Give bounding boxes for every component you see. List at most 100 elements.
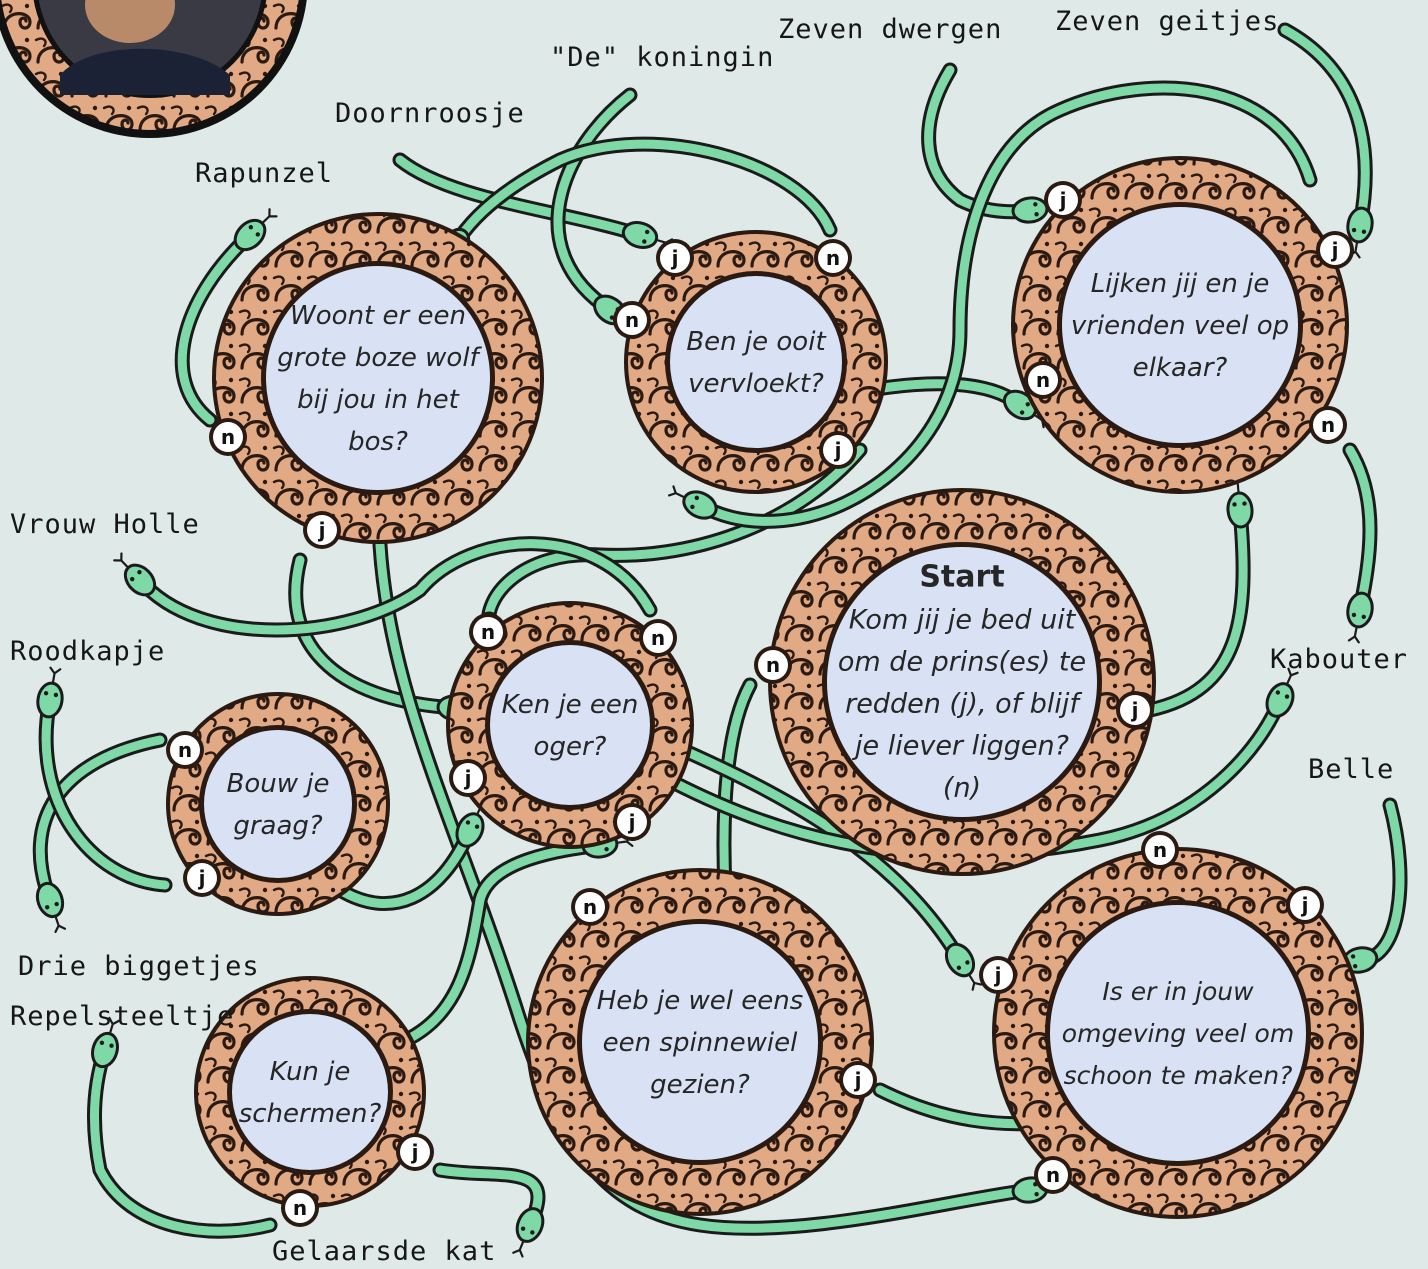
question-text-line: schoon te maken?	[1064, 1061, 1293, 1090]
badge-letter: j	[1331, 238, 1339, 262]
snake-head-icon	[35, 881, 67, 934]
question-text-line: Lijken jij en je	[1091, 269, 1270, 299]
snake-wolf-no-rapunzel	[174, 208, 278, 428]
badge-letter: j	[854, 1068, 862, 1092]
ending-drie-biggetjes: Drie biggetjes	[18, 951, 260, 982]
ending-doornroosje: Doornroosje	[335, 98, 525, 129]
badge-letter: n	[1036, 368, 1050, 392]
question-text-line: Ben je ooit	[686, 327, 826, 357]
ending-koningin: "De" koningin	[550, 42, 774, 73]
badge-bouw-no: n	[166, 731, 204, 769]
badge-vervloekt-yes: j	[656, 239, 694, 277]
badge-letter: j	[671, 246, 679, 270]
question-text-line: vrienden veel op	[1071, 311, 1289, 341]
question-text-line: Kun je	[270, 1057, 351, 1087]
badge-letter: j	[318, 518, 326, 542]
badge-letter: j	[198, 866, 206, 890]
badge-letter: j	[1131, 698, 1139, 722]
snake-head-icon	[512, 1207, 545, 1258]
snake-schermen-to-gelaarsde-kat	[432, 1162, 546, 1258]
question-text-line: redden (j), of blijf	[845, 688, 1082, 719]
badge-start-no: n	[754, 646, 792, 684]
snake-head-icon	[1265, 667, 1299, 718]
ending-kabouter: Kabouter	[1270, 644, 1408, 675]
question-text-line: Is er in jouw	[1102, 977, 1254, 1006]
medallion-center	[827, 547, 1097, 817]
question-text-line: gezien?	[650, 1070, 750, 1100]
ending-roodkapje: Roodkapje	[10, 636, 165, 667]
snake-vrienden-yes-belle	[667, 80, 1318, 529]
snake-connections	[32, 22, 1408, 1258]
badge-oger-yes: j	[613, 803, 651, 841]
badge-letter: j	[464, 766, 472, 790]
badge-letter: j	[628, 810, 636, 834]
badge-bouw-yes: j	[183, 859, 221, 897]
ending-zeven-geitjes: Zeven geitjes	[1055, 6, 1279, 37]
badge-schermen-no: n	[281, 1189, 319, 1227]
snake-vrienden-no-kabouter	[1342, 442, 1378, 644]
question-text-line: (n)	[943, 772, 981, 803]
snake-schermen-to-repelsteeltje	[87, 1016, 278, 1239]
badge-vervloekt-yes: j	[819, 431, 857, 469]
snake-head-icon	[91, 1016, 121, 1069]
snake-head-icon	[1346, 591, 1374, 644]
medallion-center	[1062, 207, 1298, 443]
snake-bouw-yes-biggetjes	[36, 666, 173, 893]
badge-schoon-no: n	[1034, 1156, 1072, 1194]
question-text-line: schermen?	[239, 1099, 382, 1129]
question-text-line: grote boze wolf	[277, 343, 482, 373]
medallion-center	[232, 1014, 388, 1170]
snake-head-icon	[621, 221, 674, 251]
badge-letter: n	[766, 653, 780, 677]
badge-spinnewiel-yes: j	[839, 1061, 877, 1099]
ending-vrouw-holle: Vrouw Holle	[10, 509, 200, 540]
ending-zeven-dwergen: Zeven dwergen	[778, 14, 1002, 45]
question-vervloekt: Ben je ooit vervloekt?	[624, 230, 888, 494]
question-text-line: oger?	[534, 732, 607, 762]
question-text-line: je liever liggen?	[851, 730, 1069, 761]
medallion-center	[266, 266, 490, 490]
ending-belle: Belle	[1308, 754, 1394, 785]
snake-head-icon	[36, 666, 64, 719]
snake-koningin-to-vervloekt	[550, 87, 640, 334]
question-text-line: om de prins(es) te	[838, 646, 1086, 677]
portrait-shirt	[60, 48, 230, 95]
medallion-center	[1050, 905, 1306, 1161]
question-text-line: bos?	[348, 427, 408, 457]
badge-vervloekt-no: n	[814, 239, 852, 277]
badge-schoon-yes: j	[1286, 886, 1324, 924]
badge-vervloekt-no: n	[613, 301, 651, 339]
question-text-line: Kom jij je bed uit	[849, 604, 1077, 635]
badge-letter: n	[1046, 1163, 1060, 1187]
badge-letter: j	[1301, 893, 1309, 917]
badge-letter: j	[834, 438, 842, 462]
badge-wolf-no: n	[209, 418, 247, 456]
ending-repelsteeltje: Repelsteeltje	[10, 1001, 234, 1032]
badge-letter: n	[1153, 838, 1167, 862]
badge-letter: j	[994, 963, 1002, 987]
badge-oger-no: n	[469, 613, 507, 651]
question-schermen: Kun je schermen?	[194, 976, 426, 1208]
question-text-line: bij jou in het	[297, 385, 460, 415]
question-text-line: Heb je wel eens	[597, 986, 804, 1016]
badge-schoon-yes: j	[979, 956, 1017, 994]
badge-letter: n	[1321, 413, 1335, 437]
snake-head-icon	[944, 942, 983, 991]
badge-letter: n	[293, 1196, 307, 1220]
question-title: Start	[919, 559, 1004, 594]
badge-letter: n	[583, 895, 597, 919]
snake-oger-no-vrouw-holle	[113, 536, 658, 638]
question-text-line: vervloekt?	[688, 369, 824, 399]
ending-labels: Zeven dwergen Zeven geitjes "De" koningi…	[10, 6, 1408, 1267]
badge-oger-no: n	[639, 619, 677, 657]
snake-head-icon	[113, 552, 157, 597]
badge-vrienden-no: n	[1309, 406, 1347, 444]
